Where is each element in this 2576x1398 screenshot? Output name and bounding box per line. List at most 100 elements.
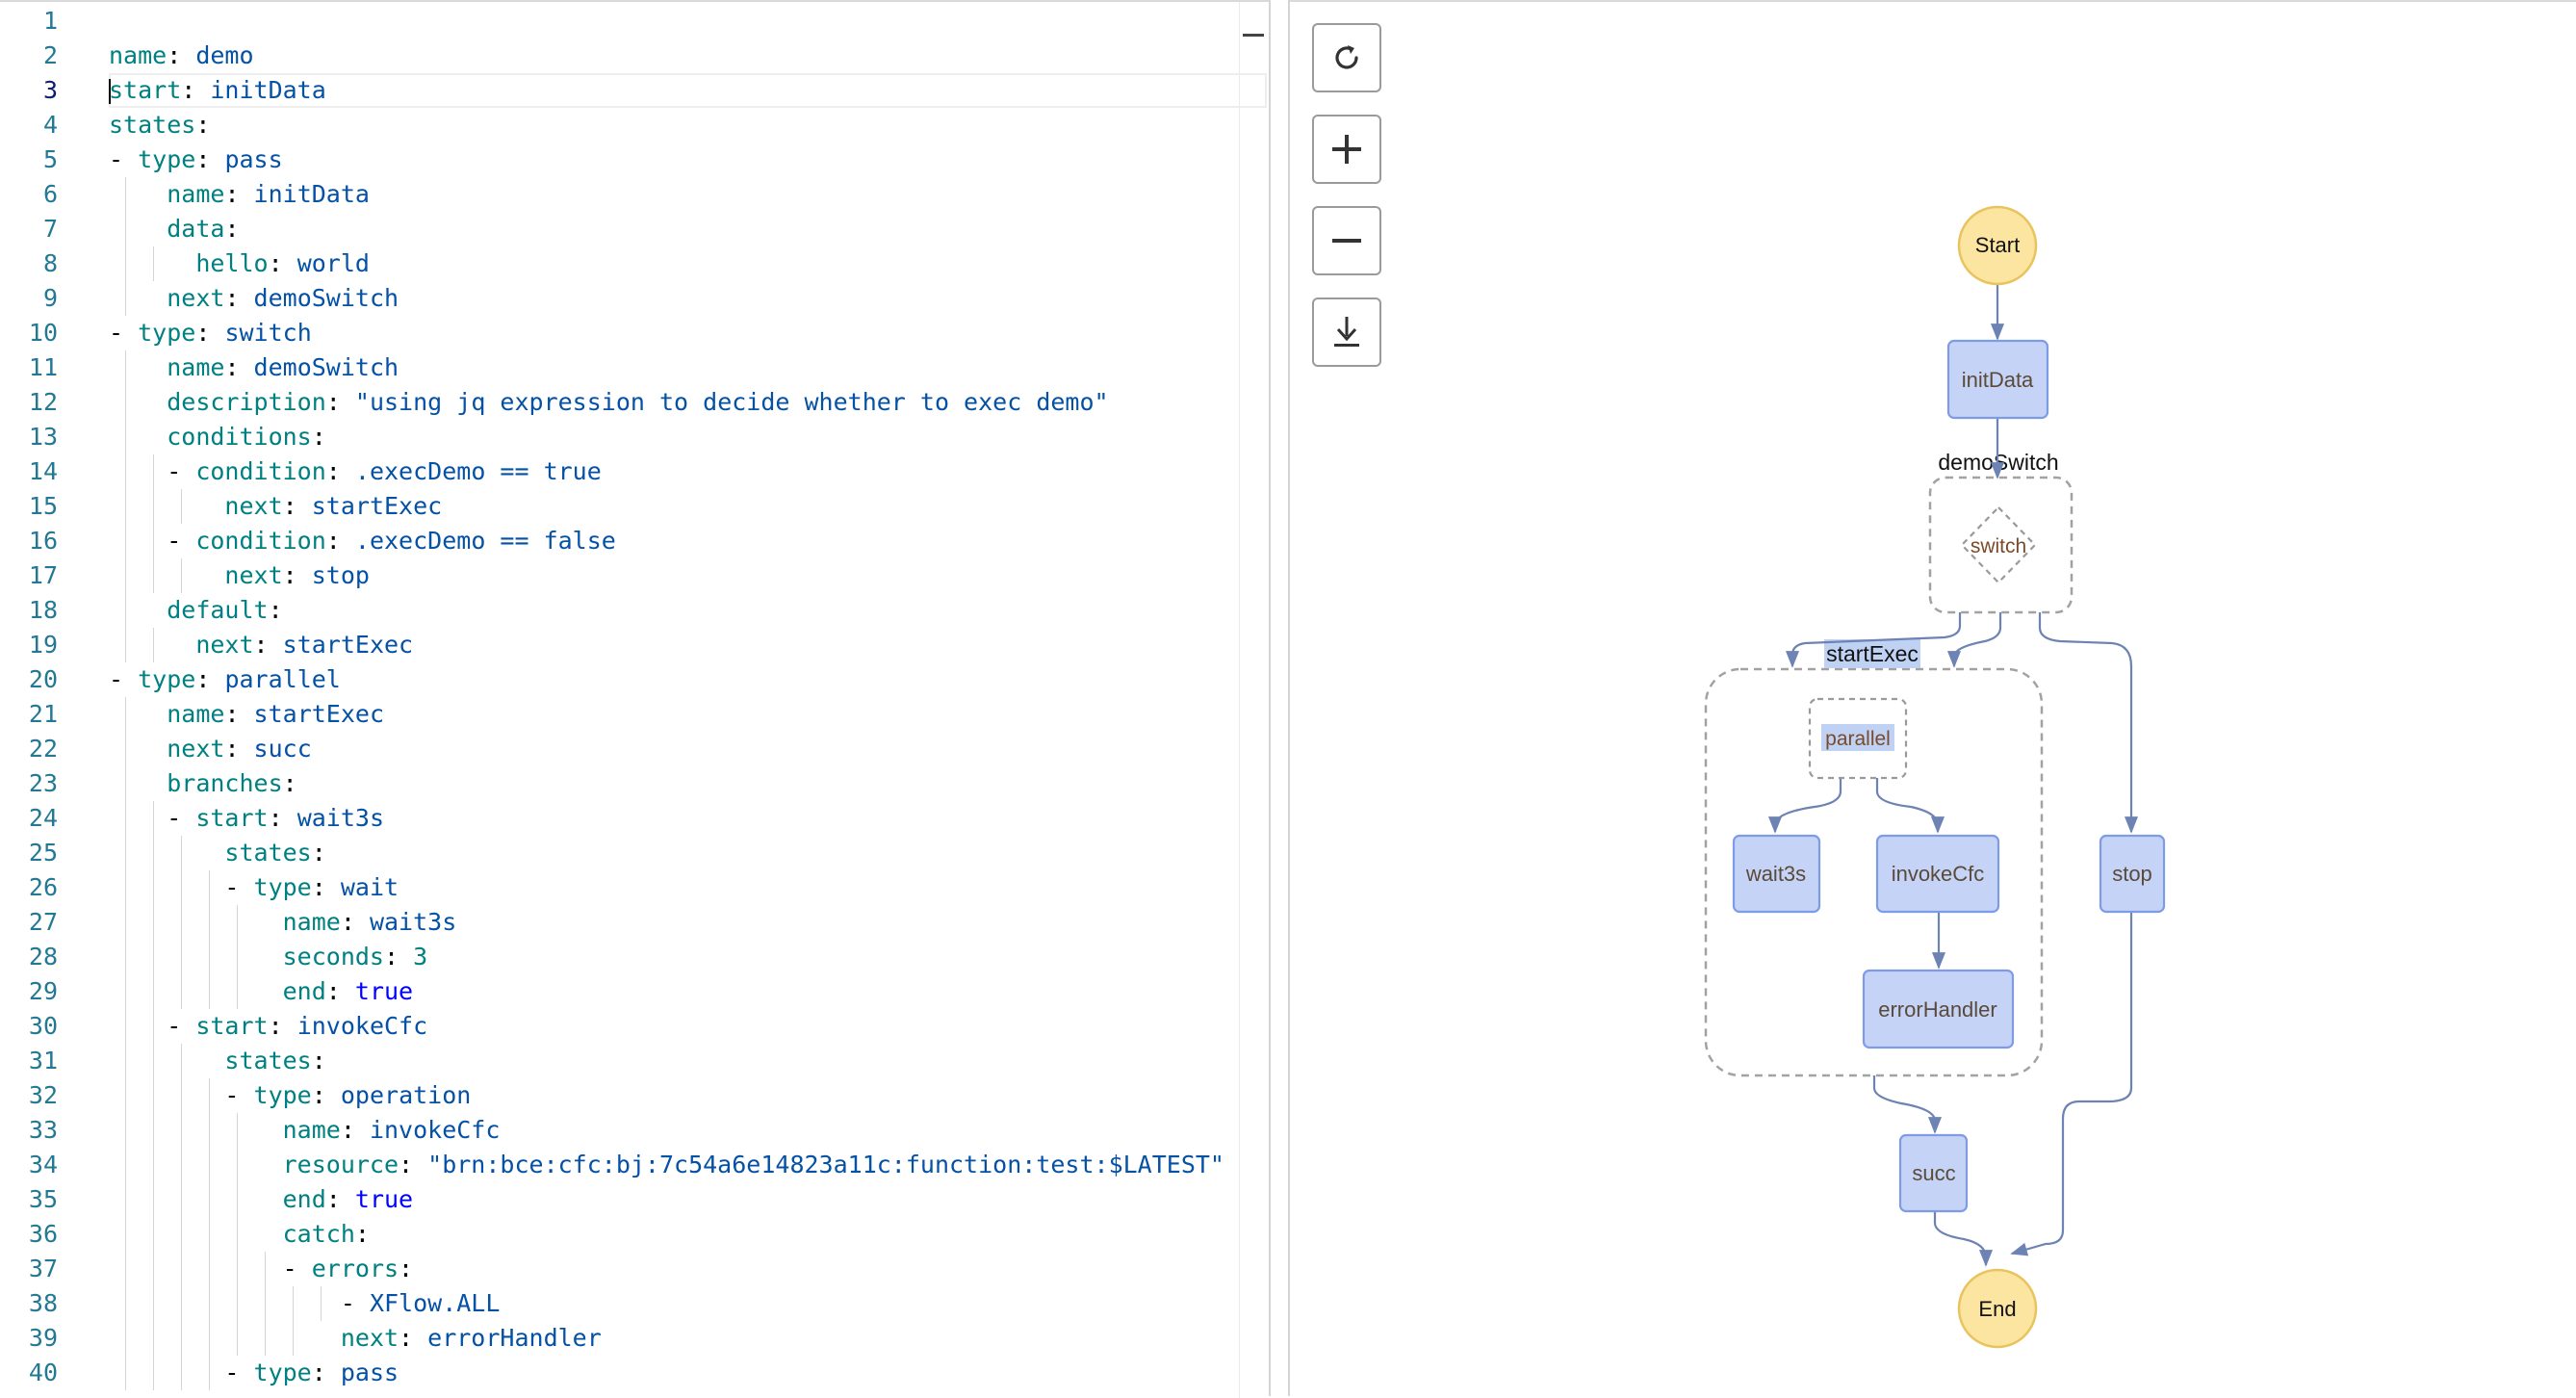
node-errorHandler[interactable]: errorHandler — [1862, 969, 2015, 1049]
code-line[interactable]: hello: world — [109, 246, 370, 281]
node-start[interactable]: Start — [1957, 205, 2038, 286]
yaml-value: wait3s — [369, 908, 457, 936]
line-number: 10 — [28, 319, 58, 347]
yaml-value: stop — [311, 561, 370, 589]
line-number: 34 — [28, 1151, 58, 1178]
node-switch[interactable]: switch — [1960, 505, 2037, 584]
node-end[interactable]: End — [1957, 1268, 2038, 1349]
yaml-value: true — [354, 977, 414, 1005]
code-line[interactable]: name: demo — [109, 39, 254, 73]
code-line[interactable]: branches: — [109, 766, 296, 801]
code-line[interactable]: next: succ — [109, 732, 312, 766]
code-line[interactable]: next: demoSwitch — [109, 281, 399, 316]
node-initData[interactable]: initData — [1946, 339, 2049, 420]
node-stop-label: stop — [2112, 862, 2152, 886]
flow-canvas[interactable]: demoSwitch startExec Start initData — [1290, 0, 2576, 1396]
node-wait3s[interactable]: wait3s — [1732, 834, 1821, 914]
code-line[interactable]: - condition: .execDemo == true — [109, 454, 602, 489]
node-succ-label: succ — [1912, 1161, 1955, 1185]
code-line[interactable]: states: — [109, 1044, 325, 1078]
yaml-key: name — [282, 1116, 341, 1144]
zoom-out-button[interactable] — [1312, 206, 1381, 275]
code-line[interactable]: end: true — [109, 974, 413, 1009]
yaml-separator: : — [282, 492, 312, 520]
code-line[interactable]: name: initData — [109, 177, 370, 212]
node-succ[interactable]: succ — [1898, 1133, 1969, 1213]
indent-guide — [265, 1252, 266, 1356]
code-line[interactable]: default: — [109, 593, 283, 628]
code-line[interactable]: name: wait3s — [109, 905, 457, 940]
node-parallel[interactable]: parallel — [1808, 697, 1908, 780]
code-line[interactable]: start: initData — [109, 73, 326, 108]
indent-guide — [181, 836, 182, 1009]
code-line[interactable]: - type: operation — [109, 1078, 471, 1113]
code-line[interactable]: - type: pass — [109, 1356, 399, 1390]
yaml-separator: : — [325, 388, 355, 416]
code-line[interactable]: next: startExec — [109, 628, 413, 662]
code-line[interactable]: end: true — [109, 1182, 413, 1217]
line-number: 17 — [28, 561, 58, 589]
group-label-startExec: startExec — [1826, 641, 1919, 666]
yaml-separator: : — [399, 1324, 428, 1352]
refresh-button[interactable] — [1312, 23, 1381, 92]
yaml-key: type — [253, 1081, 312, 1109]
code-line[interactable]: - start: invokeCfc — [109, 1009, 427, 1044]
node-end-label: End — [1978, 1297, 2016, 1321]
code-line[interactable]: data: — [109, 212, 240, 246]
code-line[interactable]: - type: pass — [109, 142, 283, 177]
code-line[interactable]: states: — [109, 108, 210, 142]
node-stop[interactable]: stop — [2099, 834, 2166, 914]
node-switch-label: switch — [1971, 535, 2026, 557]
node-invokeCfc[interactable]: invokeCfc — [1875, 834, 2000, 914]
line-number: 29 — [28, 977, 58, 1005]
node-parallel-label: parallel — [1825, 728, 1891, 750]
overview-ruler — [1239, 2, 1240, 1398]
code-line[interactable]: next: errorHandler — [109, 1321, 602, 1356]
code-line[interactable]: description: "using jq expression to dec… — [109, 385, 1109, 420]
download-button[interactable] — [1312, 298, 1381, 367]
yaml-key: name — [109, 41, 167, 69]
yaml-value: invokeCfc — [369, 1116, 501, 1144]
yaml-separator: : — [383, 943, 414, 971]
line-number: 2 — [42, 41, 58, 69]
yaml-separator: : — [268, 596, 283, 624]
yaml-value: initData — [253, 180, 370, 208]
code-line[interactable]: resource: "brn:bce:cfc:bj:7c54a6e14823a1… — [109, 1148, 1224, 1182]
line-number: 8 — [42, 249, 58, 277]
code-line[interactable]: name: invokeCfc — [109, 1113, 501, 1148]
code-line[interactable]: name: demoSwitch — [109, 350, 399, 385]
yaml-value: true — [354, 1185, 414, 1213]
code-line[interactable]: - start: wait3s — [109, 801, 384, 836]
scrollbar-marker[interactable] — [1243, 34, 1264, 37]
code-line[interactable]: next: stop — [109, 558, 370, 593]
code-line[interactable]: name: startExec — [109, 697, 384, 732]
code-line[interactable]: - type: switch — [109, 316, 312, 350]
line-number: 12 — [28, 388, 58, 416]
yaml-key: condition — [195, 527, 326, 555]
yaml-separator: : — [224, 735, 254, 763]
code-line[interactable]: - XFlow.ALL — [109, 1286, 501, 1321]
yaml-separator: : — [224, 180, 254, 208]
code-line[interactable]: next: startExec — [109, 489, 442, 524]
code-line[interactable]: - errors: — [109, 1252, 413, 1286]
code-line[interactable]: catch: — [109, 1217, 370, 1252]
code-line[interactable]: - type: wait — [109, 870, 399, 905]
yaml-value: .execDemo == true — [354, 457, 602, 485]
code-line[interactable]: states: — [109, 836, 325, 870]
code-line[interactable]: - type: parallel — [109, 662, 341, 697]
zoom-in-button[interactable] — [1312, 115, 1381, 184]
split-pane-divider[interactable] — [1269, 0, 1290, 1396]
code-line[interactable]: conditions: — [109, 420, 326, 454]
yaml-separator: : — [224, 215, 240, 243]
yaml-value: "using jq expression to decide whether t… — [354, 388, 1109, 416]
code-line[interactable]: seconds: 3 — [109, 940, 428, 974]
yaml-separator: : — [224, 353, 254, 381]
line-number: 32 — [28, 1081, 58, 1109]
line-number: 28 — [28, 943, 58, 971]
yaml-key: next — [340, 1324, 399, 1352]
code-line[interactable]: - condition: .execDemo == false — [109, 524, 616, 558]
yaml-key: catch — [282, 1220, 355, 1248]
